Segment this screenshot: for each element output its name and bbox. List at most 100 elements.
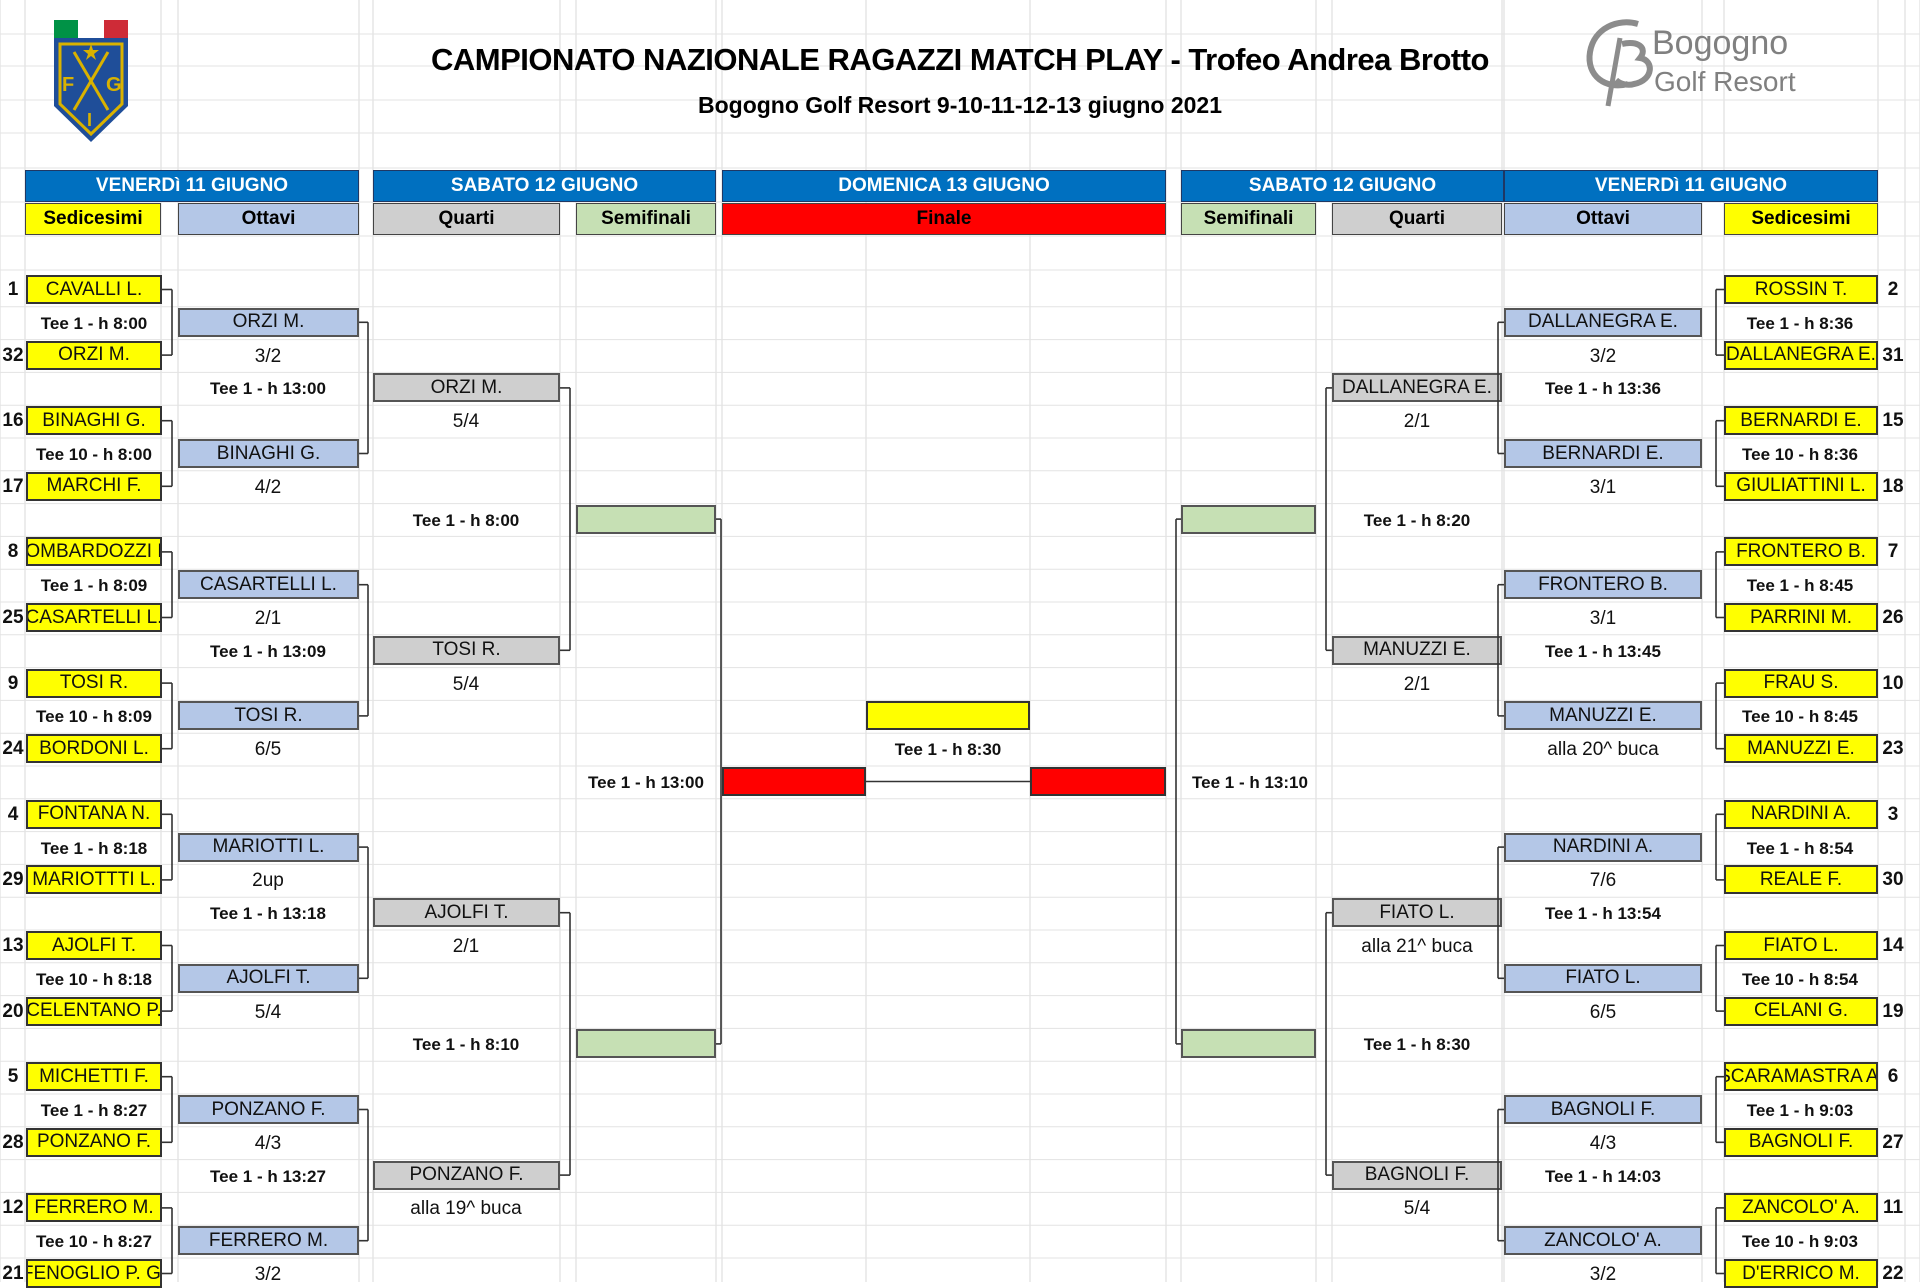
seed-number: 23 (1882, 738, 1904, 760)
match-result-qf: 5/4 (452, 411, 480, 433)
player-box-r16: FRONTERO B. (1504, 570, 1702, 600)
tee-time-r32: Tee 10 - h 8:09 (36, 707, 152, 727)
player-box-r16: BAGNOLI F. (1504, 1095, 1702, 1124)
seed-number: 9 (7, 672, 19, 694)
player-box-r32: MICHETTI F. (26, 1062, 162, 1092)
seed-number: 26 (1882, 607, 1904, 628)
final-slot-right (1030, 767, 1166, 796)
seed-number: 19 (1882, 1000, 1904, 1022)
tee-time-final: Tee 1 - h 8:30 (894, 740, 1002, 760)
seed-number: 29 (2, 869, 24, 891)
player-box-qf: FIATO L. (1332, 898, 1502, 928)
match-result-r16: 4/2 (254, 476, 282, 498)
match-result-qf: 5/4 (1403, 1198, 1431, 1220)
seed-number: 2 (1887, 279, 1899, 300)
logo-letter-i: I (87, 110, 93, 130)
tee-time-qf: Tee 1 - h 8:30 (1363, 1035, 1471, 1055)
player-box-r16: MANUZZI E. (1504, 701, 1702, 731)
player-box-r16: BINAGHI G. (178, 439, 359, 468)
day-header-sun: DOMENICA 13 GIUGNO (722, 170, 1166, 202)
tee-time-r16: Tee 1 - h 13:27 (210, 1166, 326, 1186)
seed-number: 7 (1887, 541, 1899, 563)
match-result-qf: 2/1 (1403, 411, 1431, 433)
day-header-left-fri: VENERDì 11 GIUGNO (25, 170, 359, 202)
match-result-r16: 4/3 (254, 1132, 282, 1154)
round-header-quarti-left: Quarti (373, 203, 560, 235)
champion-slot (866, 701, 1030, 731)
tee-time-sf-right: Tee 1 - h 13:10 (1192, 773, 1308, 792)
tee-time-qf: Tee 1 - h 8:10 (412, 1035, 520, 1055)
player-box-r16: PONZANO F. (178, 1095, 359, 1124)
player-box-r16: ORZI M. (178, 307, 359, 337)
player-box-r32: MARCHI F. (26, 471, 162, 501)
tee-time-qf: Tee 1 - h 8:00 (412, 510, 520, 530)
seed-number: 16 (2, 410, 24, 432)
seed-number: 28 (2, 1131, 24, 1153)
tee-time-r16: Tee 1 - h 13:00 (210, 379, 326, 399)
match-result-r16: 3/2 (1589, 345, 1617, 367)
tee-time-r32: Tee 1 - h 8:27 (40, 1101, 148, 1120)
tee-time-r32: Tee 10 - h 8:45 (1742, 707, 1858, 727)
seed-number: 17 (2, 475, 24, 497)
seed-number: 30 (1882, 869, 1904, 891)
match-result-qf: alla 21^ buca (1361, 936, 1473, 957)
seed-number: 24 (2, 738, 24, 760)
round-header-semifinali-left: Semifinali (576, 203, 716, 235)
player-box-r32: MARIOTTTI L. (26, 865, 162, 895)
seed-number: 22 (1882, 1263, 1904, 1284)
seed-number: 10 (1882, 672, 1904, 694)
seed-number: 27 (1882, 1131, 1904, 1153)
player-box-r32: ORZI M. (26, 340, 162, 370)
round-header-quarti-right: Quarti (1332, 203, 1502, 235)
player-box-r32: TOSI R. (26, 668, 162, 698)
player-box-qf: PONZANO F. (373, 1160, 560, 1190)
day-header-right-sat: SABATO 12 GIUGNO (1181, 170, 1504, 202)
page-title: CAMPIONATO NAZIONALE RAGAZZI MATCH PLAY … (430, 42, 1490, 77)
player-box-r32: FRONTERO B. (1724, 537, 1878, 567)
round-header-semifinali-right: Semifinali (1181, 203, 1316, 235)
round-header-sedicesimi-right: Sedicesimi (1724, 203, 1878, 235)
player-box-r16: MARIOTTI L. (178, 832, 359, 862)
player-box-r32: CELANI G. (1724, 996, 1878, 1026)
semifinal-slot-right-2 (1181, 1029, 1316, 1059)
seed-number: 6 (1887, 1066, 1899, 1088)
bogogno-logo: Bogogno Golf Resort (1578, 14, 1818, 114)
player-box-r16: ZANCOLO' A. (1504, 1226, 1702, 1256)
tee-time-r16: Tee 1 - h 13:45 (1545, 641, 1661, 661)
seed-number: 11 (1882, 1197, 1904, 1219)
seed-number: 21 (2, 1263, 24, 1284)
tee-time-r16: Tee 1 - h 14:03 (1545, 1166, 1661, 1186)
logo-letter-g: G (106, 74, 122, 96)
player-box-r16: BERNARDI E. (1504, 439, 1702, 468)
day-header-right-fri: VENERDì 11 GIUGNO (1504, 170, 1878, 202)
player-box-r32: FONTANA N. (26, 799, 162, 829)
seed-number: 31 (1882, 344, 1904, 366)
seed-number: 8 (7, 541, 19, 563)
match-result-r16: 6/5 (254, 739, 282, 761)
tee-time-r32: Tee 10 - h 8:27 (36, 1232, 152, 1252)
match-result-qf: 2/1 (1403, 673, 1431, 695)
seed-number: 4 (7, 803, 19, 825)
player-box-r16: FIATO L. (1504, 963, 1702, 993)
seed-number: 3 (1887, 803, 1899, 825)
seed-number: 15 (1882, 410, 1904, 432)
match-result-r16: 5/4 (254, 1001, 282, 1023)
player-box-qf: MANUZZI E. (1332, 635, 1502, 665)
player-box-r32: FIATO L. (1724, 931, 1878, 960)
player-box-r32: FENOGLIO P. G. (26, 1259, 162, 1288)
day-header-left-sat: SABATO 12 GIUGNO (373, 170, 716, 202)
match-result-r16: 7/6 (1589, 870, 1617, 892)
semifinal-slot-left-2 (576, 1029, 716, 1059)
player-box-r32: BORDONI L. (26, 734, 162, 764)
tee-time-qf: Tee 1 - h 8:20 (1363, 510, 1471, 530)
round-header-ottavi-left: Ottavi (178, 203, 359, 235)
seed-number: 13 (2, 935, 24, 956)
player-box-qf: DALLANEGRA E. (1332, 373, 1502, 403)
tee-time-r16: Tee 1 - h 13:36 (1545, 379, 1661, 399)
match-result-qf: 5/4 (452, 673, 480, 695)
round-header-sedicesimi-left: Sedicesimi (25, 203, 161, 235)
round-header-finale: Finale (722, 203, 1166, 235)
player-box-r32: REALE F. (1724, 865, 1878, 895)
logo-letter-f: F (62, 74, 75, 96)
match-result-r16: 3/1 (1589, 476, 1617, 498)
